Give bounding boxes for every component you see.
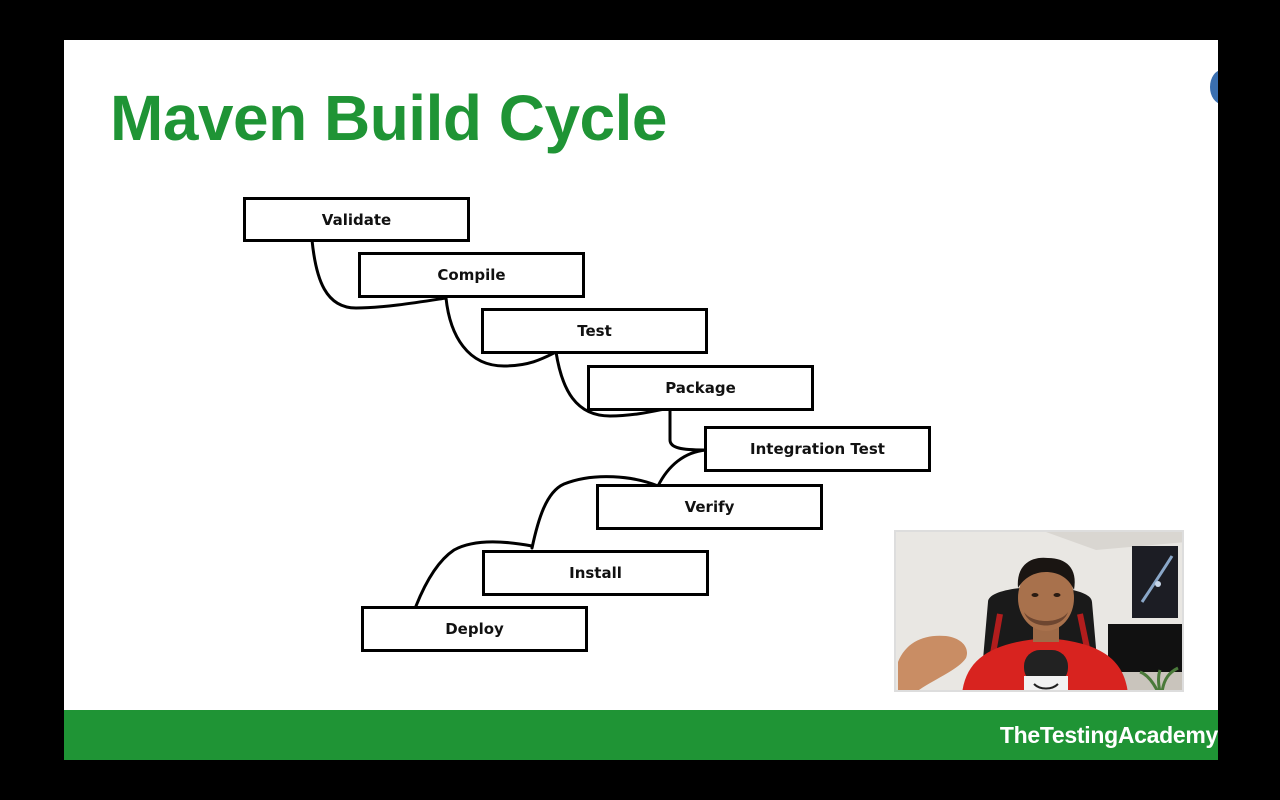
connector-compile-test xyxy=(444,296,558,368)
brand-name: TheTestingAcademy xyxy=(999,722,1218,748)
footer-bar: TheTestingAcademy xyxy=(64,710,1218,760)
connector-package-integration xyxy=(668,406,706,452)
connector-install-deploy xyxy=(414,540,534,608)
stage-validate: Validate xyxy=(243,197,470,242)
connector-test-package xyxy=(554,350,672,418)
stage-package: Package xyxy=(587,365,814,411)
stage-integration-test: Integration Test xyxy=(704,426,931,472)
stage-deploy: Deploy xyxy=(361,606,588,652)
stage-install: Install xyxy=(482,550,709,596)
connector-lines xyxy=(310,238,708,608)
connector-validate-compile xyxy=(310,238,448,310)
stage-verify: Verify xyxy=(596,484,823,530)
webcam-video xyxy=(894,530,1184,692)
presenter-video-icon xyxy=(896,532,1182,690)
corner-logo-icon xyxy=(1210,70,1218,104)
stage-test: Test xyxy=(481,308,708,354)
slide: Maven Build Cycle Validate Compile Test … xyxy=(64,40,1218,760)
slide-title: Maven Build Cycle xyxy=(110,82,668,154)
connector-verify-install xyxy=(530,475,660,550)
stage-compile: Compile xyxy=(358,252,585,298)
connector-integration-verify xyxy=(656,448,708,488)
